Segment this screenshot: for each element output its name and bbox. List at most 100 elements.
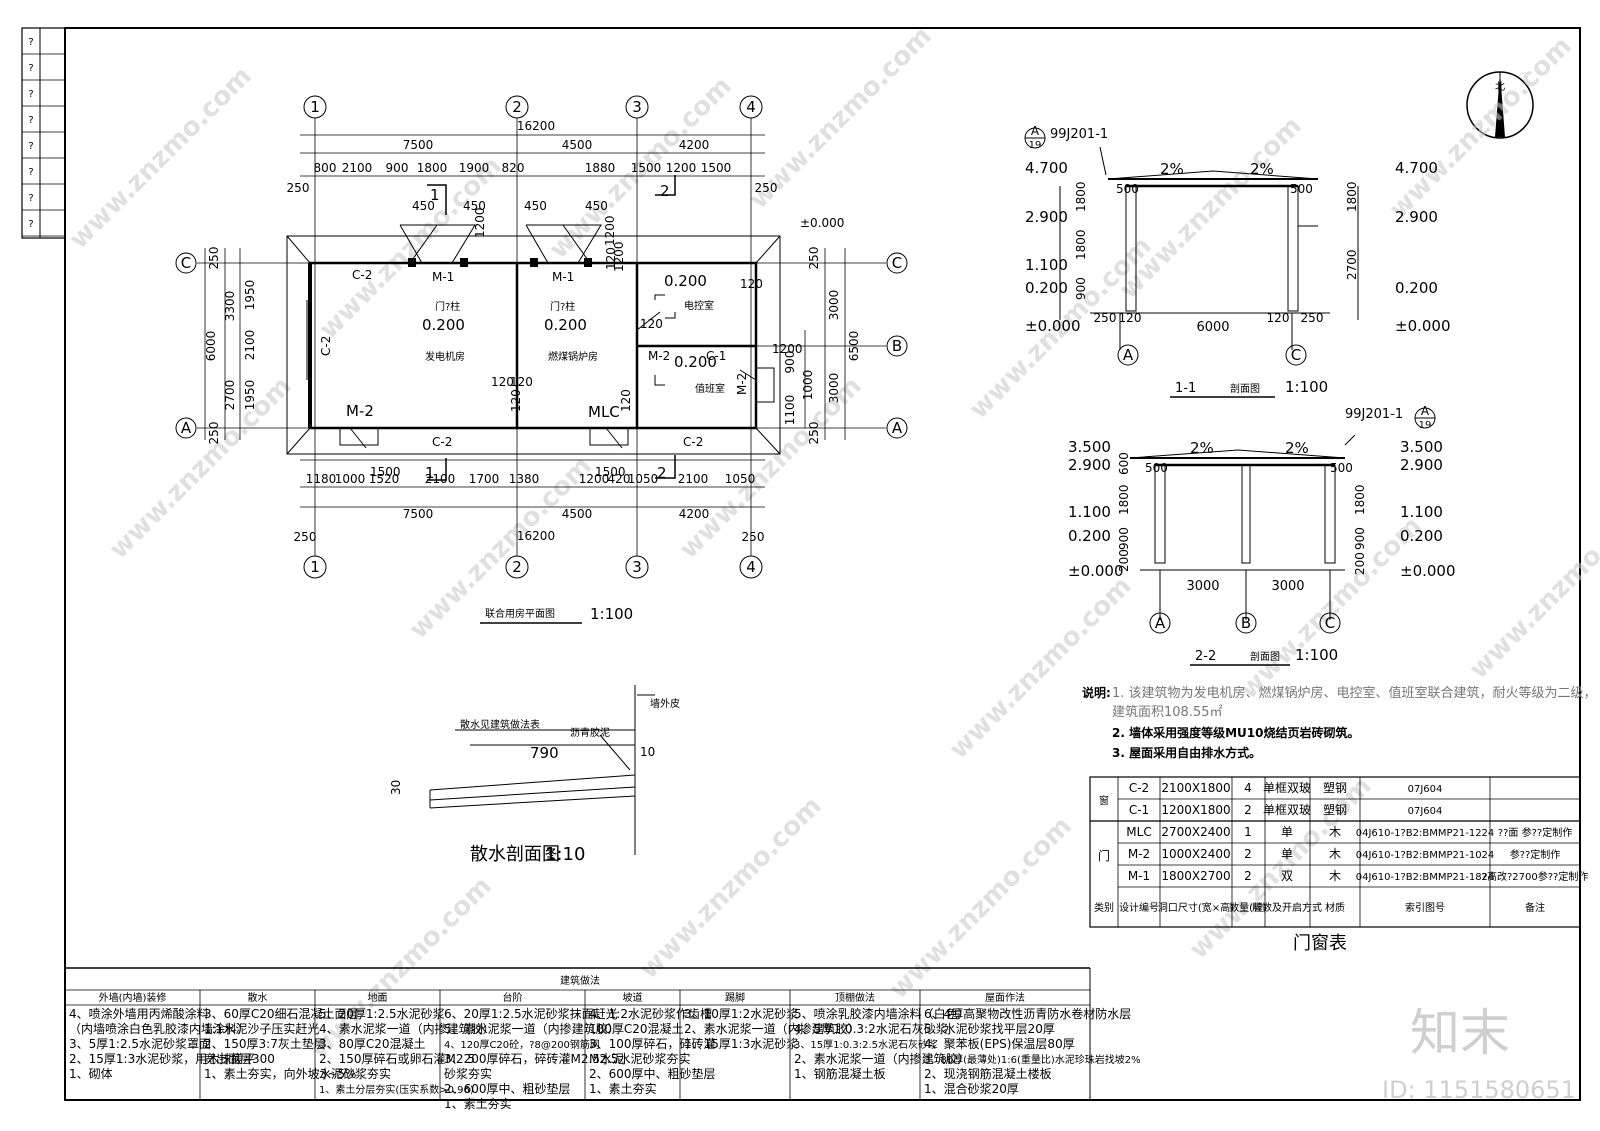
axis-c-right: C bbox=[892, 254, 902, 272]
plan-door-swings bbox=[349, 294, 757, 449]
construction-line: 2、15厚1:3水泥砂浆，用木抹搓平 bbox=[69, 1051, 255, 1066]
title-strip-cell: ? bbox=[28, 141, 33, 152]
note-1b: 建筑面积108.55㎡ bbox=[1112, 704, 1223, 720]
construction-line: 1、15厚1:3水泥砂浆 bbox=[684, 1036, 798, 1051]
table-cell: C-2 bbox=[1129, 781, 1149, 795]
plan-title: 联合用房平面图 bbox=[485, 607, 555, 620]
dim-4200-top: 4200 bbox=[679, 138, 710, 152]
win-c2-left: C-2 bbox=[319, 336, 333, 356]
construction-header: 屋面作法 bbox=[985, 991, 1025, 1004]
dim-450-d: 450 bbox=[585, 199, 608, 213]
construction-line: 2、素水泥浆一道（内掺建筑胶） bbox=[684, 1021, 860, 1036]
table-cell: ??面 参??定制作 bbox=[1498, 826, 1572, 839]
dim-4500-bottom: 4500 bbox=[562, 507, 593, 521]
construction-line: 4、120厚C20砼，?8@200钢筋网 bbox=[444, 1038, 600, 1051]
table-cell: 塑钢 bbox=[1323, 802, 1347, 817]
sec11-level-2900-r: 2.900 bbox=[1395, 208, 1438, 226]
table-cell: 2 bbox=[1244, 803, 1252, 817]
section-2-2-lines bbox=[1129, 434, 1356, 620]
table-header-cell: 索引图号 bbox=[1405, 901, 1445, 914]
construction-line: 3、5厚1:2.5水泥砂浆罩面 bbox=[69, 1036, 211, 1051]
axis-4-top: 4 bbox=[746, 98, 756, 116]
watermark-text: www.znzmo.com bbox=[1184, 771, 1378, 965]
dim-top-detail: 1880 bbox=[585, 161, 616, 175]
sec22-ref-b: 19 bbox=[1419, 420, 1432, 431]
dim-right-3000-b: 3000 bbox=[827, 373, 841, 404]
dim-top-detail: 1800 bbox=[417, 161, 448, 175]
win-c2-top: C-2 bbox=[352, 268, 372, 282]
dim-bottom-detail: 1700 bbox=[469, 472, 500, 486]
dim-total-top: 16200 bbox=[517, 119, 555, 133]
construction-header: 踢脚 bbox=[725, 991, 745, 1004]
section-mark-1-top: 1 bbox=[430, 186, 440, 204]
sec11-dim-1800-a: 1800 bbox=[1074, 181, 1088, 212]
sec11-dim-1800-b: 1800 bbox=[1074, 229, 1088, 260]
door-m2-c: M-2 bbox=[735, 373, 749, 395]
sec11-dim-120-l: 120 bbox=[1119, 311, 1142, 325]
title-strip bbox=[21, 27, 66, 239]
notes-block: 说明: 1. 该建筑物为发电机房、燃煤锅炉房、电控室、值班室联合建筑，耐火等级为… bbox=[1082, 685, 1597, 760]
table-cell: 07J604 bbox=[1408, 806, 1443, 817]
construction-line: 5、喷涂乳胶漆内墙涂料（白色） bbox=[794, 1006, 970, 1021]
title-strip-cell: ? bbox=[28, 193, 33, 204]
dim-wall-note: 120 bbox=[510, 375, 533, 389]
dim-250-tr: 250 bbox=[755, 181, 778, 195]
construction-line: 1、素土分层夯实(压实系数>0.96) bbox=[319, 1083, 474, 1096]
table-cell: 1 bbox=[1244, 825, 1252, 839]
table-cell: 07J604 bbox=[1408, 784, 1443, 795]
construction-line: 1、素土夯实 bbox=[444, 1096, 512, 1111]
axis-3-bottom: 3 bbox=[632, 558, 642, 576]
table-header-cell: 层数及开启方式 bbox=[1252, 901, 1322, 914]
table-cell: MLC bbox=[1126, 825, 1151, 839]
apron-dim-30: 30 bbox=[389, 780, 403, 795]
title-strip-cell: ? bbox=[28, 37, 33, 48]
table-cell: 2 bbox=[1244, 869, 1252, 883]
apron-dim-790: 790 bbox=[530, 744, 559, 762]
sec11-level-0200: 0.200 bbox=[1025, 279, 1068, 297]
title-strip-cell: ? bbox=[28, 167, 33, 178]
sec22-axis-c: C bbox=[1325, 614, 1335, 632]
sec11-dim-6000: 6000 bbox=[1196, 320, 1229, 335]
table-header-cell: 设计编号 bbox=[1119, 901, 1159, 914]
dim-250-br: 250 bbox=[742, 530, 765, 544]
dim-wall-note: 1200 bbox=[603, 215, 617, 246]
dim-wall-note: 120 bbox=[491, 375, 514, 389]
dim-bottom-detail: 1200 bbox=[579, 472, 610, 486]
table-cell: 04J610-1?B2:BMMP21-1224 bbox=[1356, 828, 1495, 839]
sec11-dim-250-r: 250 bbox=[1301, 311, 1324, 325]
axis-a-right: A bbox=[892, 419, 903, 437]
table-cell: 塑钢 bbox=[1323, 780, 1347, 795]
construction-line: 4、喷涂外墙用丙烯酸涂料 bbox=[69, 1006, 209, 1021]
sec22-dim-3000-a: 3000 bbox=[1186, 579, 1219, 594]
dim-total-bottom: 16200 bbox=[517, 529, 555, 543]
axis-b-right: B bbox=[892, 337, 902, 355]
room-level-4: 0.200 bbox=[674, 353, 717, 371]
dim-top-detail: 1500 bbox=[631, 161, 662, 175]
construction-line: 2、150厚碎石或卵石灌M2.5 bbox=[319, 1051, 475, 1066]
sec22-ref: 99J201-1 bbox=[1345, 407, 1403, 422]
sec11-level-2900: 2.900 bbox=[1025, 208, 1068, 226]
table-cell: 2 bbox=[1244, 847, 1252, 861]
door-m1-b: M-1 bbox=[552, 270, 574, 284]
section-mark-1-bottom: 1 bbox=[425, 464, 435, 482]
construction-line: 6、4厚高聚物改性沥青防水卷材防水层 bbox=[924, 1006, 1131, 1021]
dim-bottom-detail: 420 bbox=[608, 472, 631, 486]
sec11-slope-a: 2% bbox=[1160, 160, 1184, 178]
construction-line: 1:1水泥沙子压实赶光 bbox=[204, 1021, 319, 1036]
dim-wall-note: 1200 bbox=[612, 241, 626, 272]
sec11-axis-a: A bbox=[1123, 346, 1134, 364]
sec11-ref: 99J201-1 bbox=[1050, 127, 1108, 142]
dim-left-1950-a: 1950 bbox=[243, 280, 257, 311]
construction-line: 4、素水泥浆一道（内掺建筑胶） bbox=[319, 1021, 495, 1036]
construction-line: 5、素水泥浆一道（内掺建筑胶） bbox=[444, 1021, 620, 1036]
door-m2-a: M-2 bbox=[346, 402, 374, 420]
sec11-dim-1800-r: 1800 bbox=[1345, 181, 1359, 212]
watermark-text: www.znzmo.com bbox=[634, 791, 828, 985]
table-header-cell: 材质 bbox=[1325, 901, 1345, 914]
dim-right-250-b: 250 bbox=[807, 422, 821, 445]
room-level-2: 0.200 bbox=[544, 316, 587, 334]
construction-header: 顶棚做法 bbox=[835, 991, 875, 1004]
door-m2-b: M-2 bbox=[648, 349, 670, 363]
sec22-dim-500-r: 500 bbox=[1330, 461, 1353, 475]
